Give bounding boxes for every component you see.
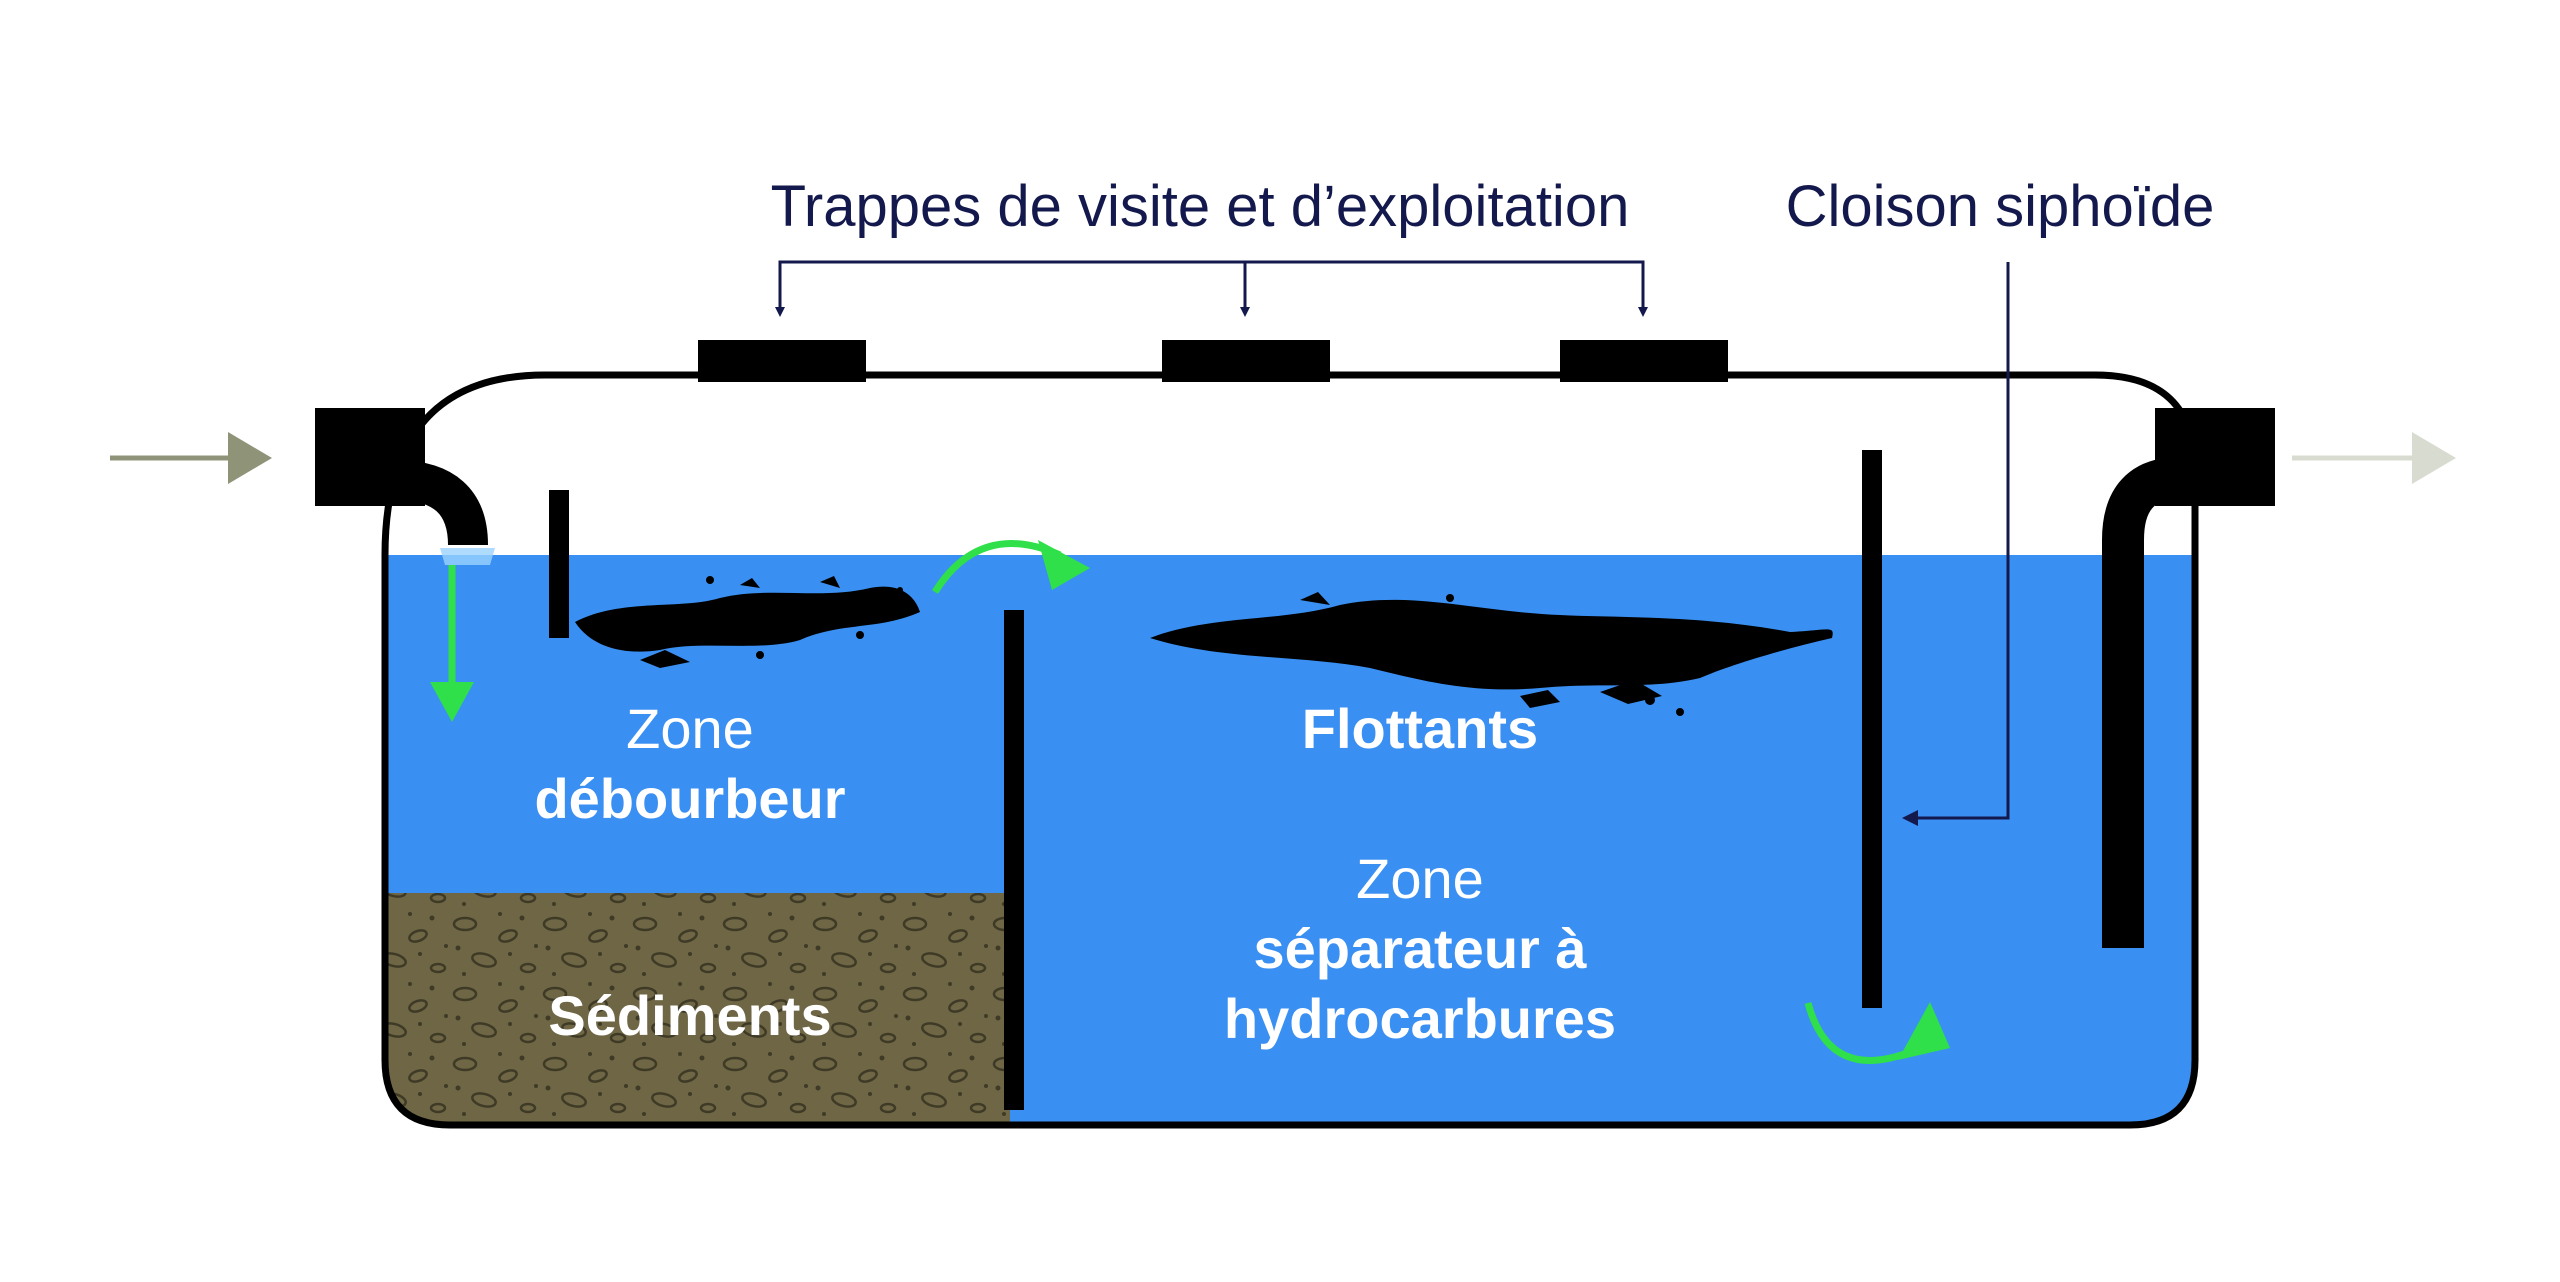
label-zone-separateur-1: Zone [1356, 847, 1484, 910]
label-zone-separateur-3: hydrocarbures [1224, 987, 1616, 1050]
label-cloison: Cloison siphoïde [1786, 174, 2215, 239]
siphon-leader-line [1902, 262, 2010, 826]
sediment-texture [385, 893, 1010, 1125]
siphon-partition [1862, 450, 1882, 1008]
inspection-hatch-2 [1162, 340, 1330, 382]
inlet-baffle [549, 490, 569, 638]
inlet-spray [440, 548, 495, 565]
label-zone-debourbeur-2: débourbeur [534, 767, 845, 830]
inlet-arrow-icon [110, 432, 272, 484]
middle-partition [1004, 610, 1024, 1110]
inlet-pipe [315, 408, 488, 546]
floating-oil-left [575, 576, 920, 668]
label-flottants: Flottants [1302, 697, 1538, 760]
hatch-bracket [775, 260, 1648, 317]
label-trappes: Trappes de visite et d’exploitation [771, 174, 1630, 239]
inspection-hatch-1 [698, 340, 866, 382]
outlet-arrow-icon [2292, 432, 2456, 484]
label-sediments: Sédiments [548, 984, 831, 1047]
flow-arrow-over-partition [932, 540, 1090, 594]
label-zone-separateur-2: séparateur à [1253, 917, 1587, 980]
flow-arrow-down [430, 565, 474, 722]
inspection-hatch-3 [1560, 340, 1728, 382]
floating-oil-right [1150, 592, 1833, 716]
label-zone-debourbeur-1: Zone [626, 697, 754, 760]
flow-arrow-under-siphon [1804, 1002, 1950, 1064]
outlet-pipe [2102, 408, 2275, 948]
